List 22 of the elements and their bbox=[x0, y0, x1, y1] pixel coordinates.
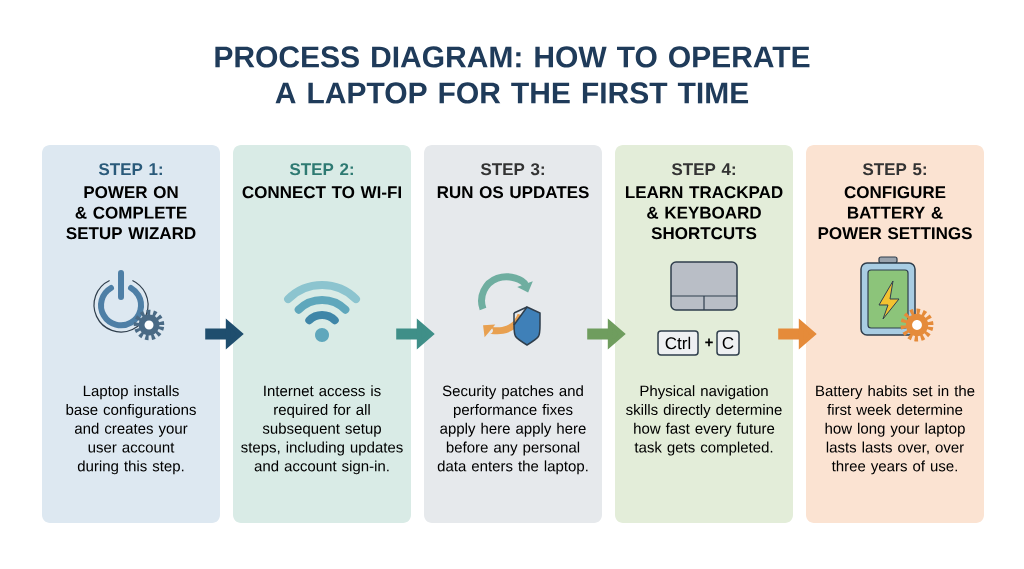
step-label: STEP 4: bbox=[671, 163, 735, 176]
step-title: CONFIGURE BATTERY & POWER SETTINGS bbox=[818, 186, 972, 240]
title: PROCESS DIAGRAM: HOW TO OPERATE A LAPTOP FOR THE FIRST TIME bbox=[215, 46, 810, 104]
step-title: RUN OS UPDATES bbox=[437, 186, 589, 199]
step-description: Laptop installs base configurations and creates your user account during this step. bbox=[66, 385, 196, 475]
step-card bbox=[233, 145, 411, 523]
step-description: Security patches and performance fixes apply here apply here before any personal data enters the laptop. bbox=[437, 385, 588, 475]
step-label: STEP 2: bbox=[289, 163, 353, 176]
step-label: STEP 3: bbox=[480, 163, 544, 176]
step-card bbox=[42, 145, 220, 523]
step-description: Battery habits set in the first week determine how long your laptop lasts lasts over, over three years of use. bbox=[816, 385, 975, 475]
plus-sign: + bbox=[705, 338, 713, 347]
step-label: STEP 1: bbox=[98, 163, 162, 176]
step-description: Internet access is required for all subsequent setup steps, including updates and account sign-in. bbox=[241, 385, 403, 475]
step-card bbox=[806, 145, 984, 523]
step-title: CONNECT TO WI-FI bbox=[242, 186, 401, 199]
step-title: LEARN TRACKPAD & KEYBOARD SHORTCUTS bbox=[626, 186, 783, 240]
step-label: STEP 5: bbox=[862, 163, 926, 176]
step-card bbox=[615, 145, 793, 523]
step-description: Physical navigation skills directly determine how fast every future task gets completed. bbox=[626, 385, 782, 456]
step-title: POWER ON & COMPLETE SETUP WIZARD bbox=[66, 186, 196, 240]
step-card bbox=[424, 145, 602, 523]
